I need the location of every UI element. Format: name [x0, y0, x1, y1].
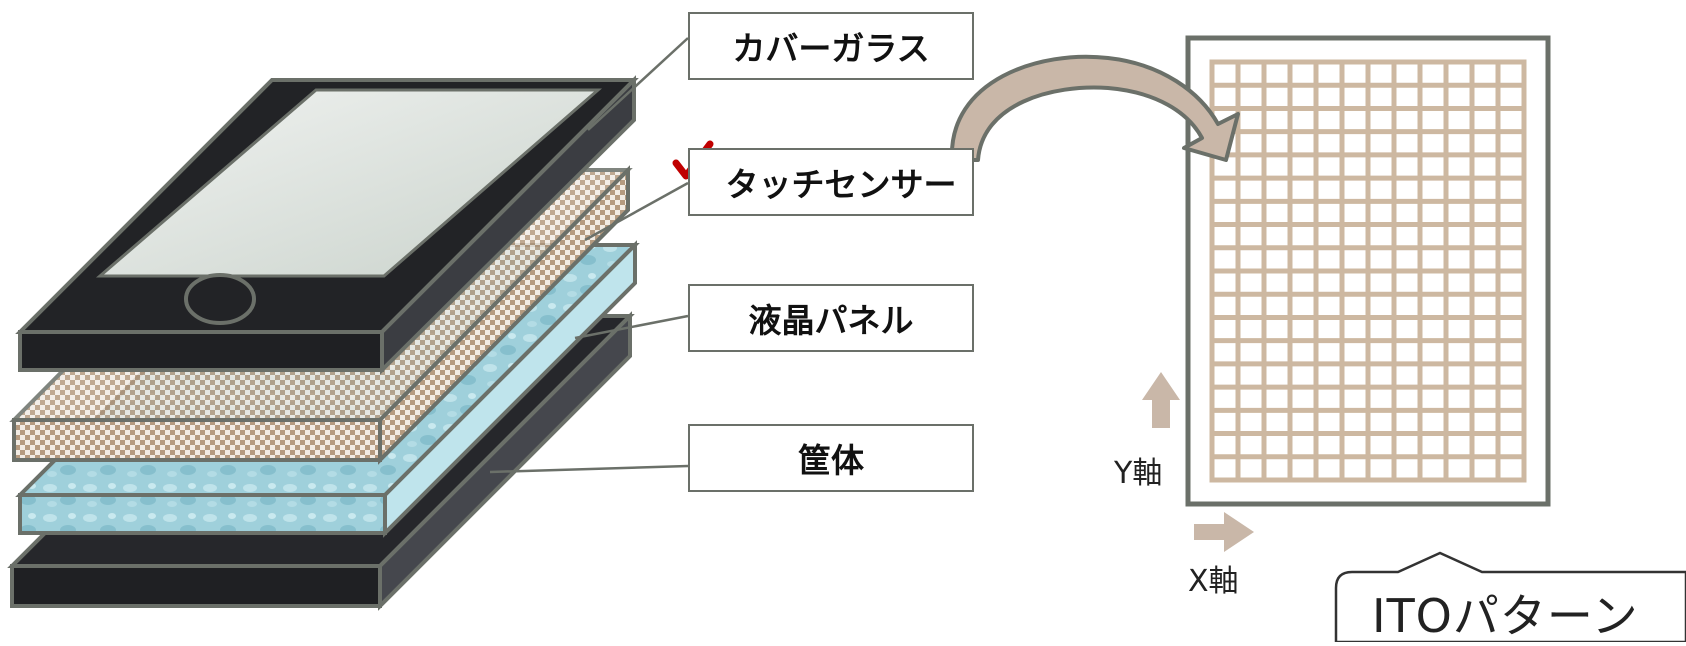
ito-pattern-panel — [1185, 35, 1551, 507]
ito-grid — [1209, 59, 1527, 483]
lcd-panel-label: 液晶パネル — [688, 284, 974, 352]
touch-sensor-label: タッチセンサー — [688, 148, 974, 216]
housing-label: 筐体 — [688, 424, 974, 492]
cover-glass-layer — [15, 75, 639, 375]
cover-glass-label: カバーガラス — [688, 12, 974, 80]
x-axis-arrow-icon — [1194, 512, 1254, 552]
x-axis-label: X軸 — [1188, 564, 1239, 599]
y-axis-arrow-icon — [1142, 372, 1180, 428]
leader-lines — [489, 37, 689, 474]
ito-callout-box — [1334, 551, 1686, 642]
y-axis-label: Y軸 — [1114, 456, 1163, 491]
curved-arrow-icon — [949, 54, 1240, 162]
ito-pattern-label: ITOパターン — [1372, 589, 1639, 643]
